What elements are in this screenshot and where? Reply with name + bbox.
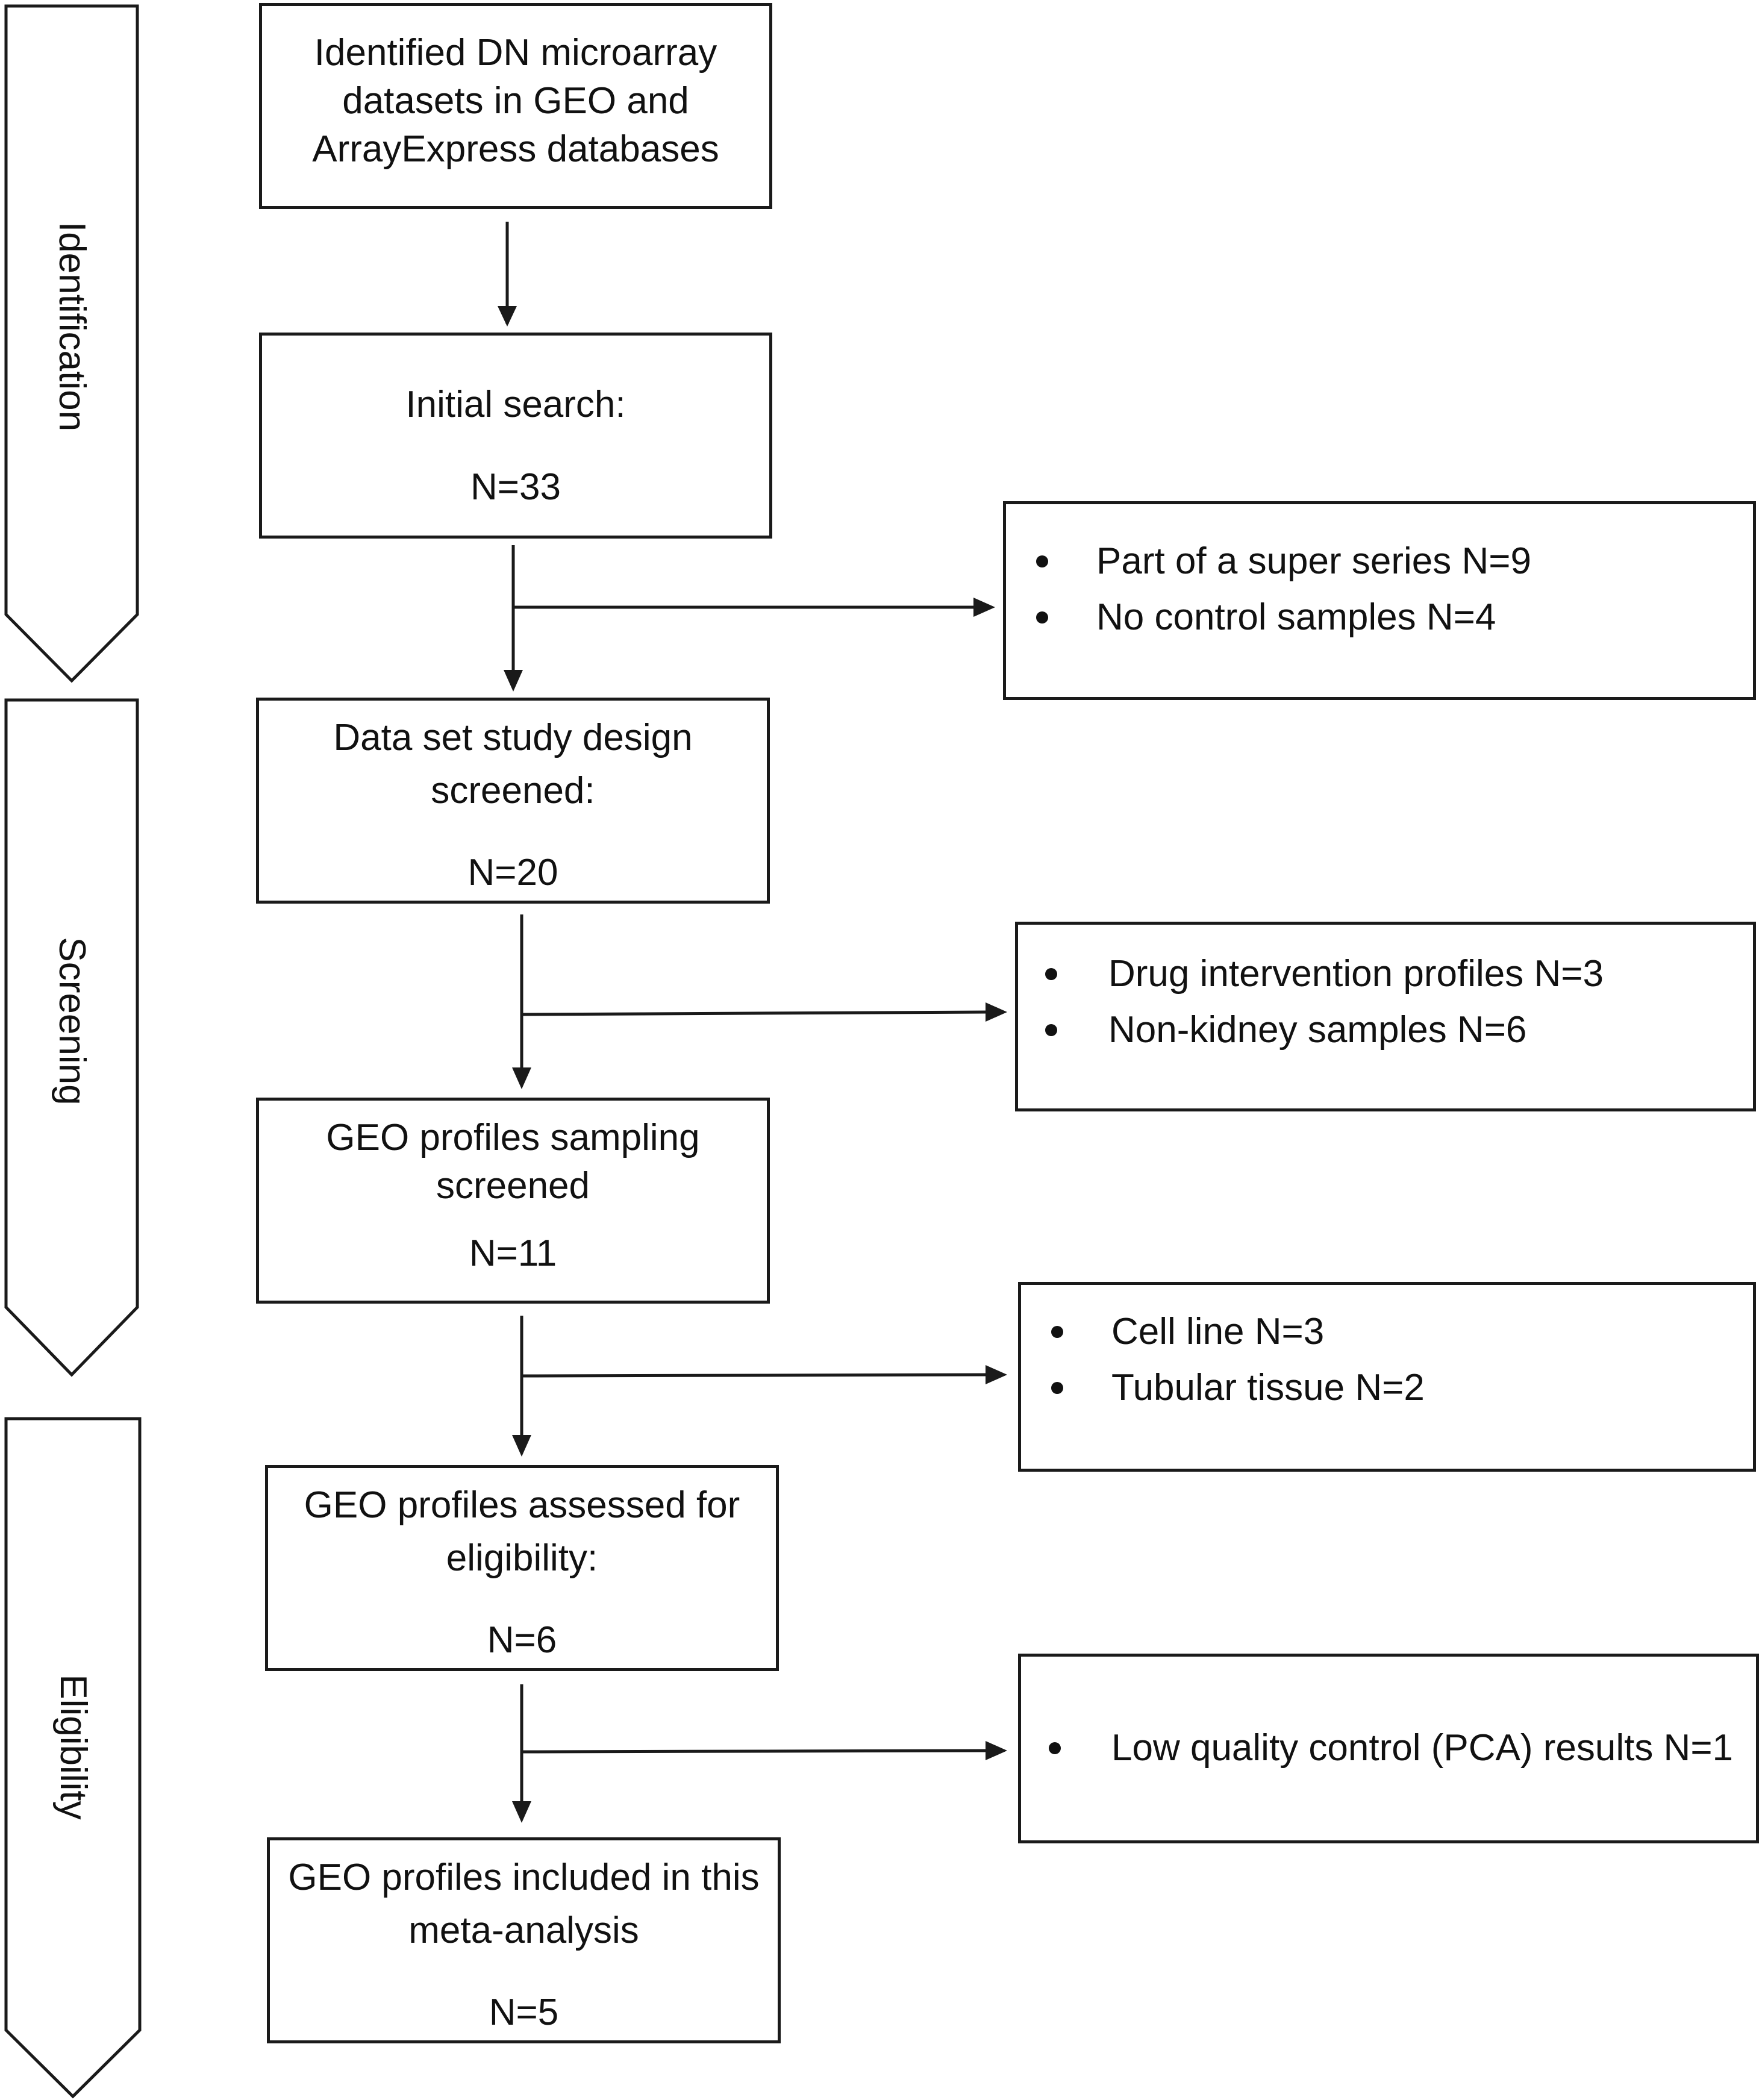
box-assessed-eligibility: GEO profiles assessed for eligibility: N… [265,1465,779,1671]
phase-label-screening: Screening [51,937,93,1105]
box-count: N=6 [487,1619,557,1661]
bullet-icon [1045,968,1057,980]
bullet-icon [1051,1382,1063,1394]
box-count: N=33 [470,466,561,508]
bullet-icon [1051,1326,1063,1338]
box-initial-search: Initial search: N=33 [259,333,772,539]
box-count: N=5 [489,1992,559,2033]
box-identified-datasets: Identified DN microarray datasets in GEO… [259,3,772,209]
exclusion-box-sampling: Cell line N=3 Tubular tissue N=2 [1018,1282,1756,1472]
phase-chevron-screening [4,698,139,1377]
box-study-design-screened: Data set study design screened: N=20 [256,698,770,904]
box-text: screened: [431,770,595,811]
phase-label-identification: Identification [51,221,93,432]
box-text: GEO profiles included in this [288,1857,760,1898]
box-text: Initial search: [405,384,626,425]
box-text: GEO profiles assessed for [304,1484,740,1526]
arrow-screened-to-exclusion [521,1010,989,1016]
bullet-icon [1045,1024,1057,1036]
phase-chevron-identification [4,4,139,683]
box-text: Identified DN microarray [314,32,717,73]
box-text: ArrayExpress databases [312,128,719,170]
box-count: N=11 [469,1233,557,1274]
box-text: GEO profiles sampling [326,1117,700,1158]
phase-chevron-eligibility [4,1417,142,2099]
box-text: meta-analysis [408,1910,639,1951]
phase-label-eligibility: Eligibility [52,1674,94,1820]
box-text: eligibility: [446,1537,598,1579]
bullet-icon [1036,611,1048,623]
bullet-icon [1049,1742,1061,1754]
box-count: N=20 [467,852,558,893]
box-text: datasets in GEO and [342,80,689,122]
box-sampling-screened: GEO profiles sampling screened N=11 [256,1098,770,1304]
bullet-icon [1036,555,1048,567]
exclusion-box-study-design: Drug intervention profiles N=3 Non-kidne… [1015,922,1756,1111]
box-text: Data set study design [333,717,693,758]
arrow-eligibility-to-exclusion [521,1749,989,1754]
exclusion-box-eligibility: Low quality control (PCA) results N=1 [1018,1654,1759,1843]
box-text: screened [436,1165,590,1207]
exclusion-box-initial: Part of a super series N=9 No control sa… [1003,501,1756,700]
box-included-meta-analysis: GEO profiles included in this meta-analy… [267,1837,781,2043]
arrow-sampling-to-exclusion [521,1373,989,1378]
